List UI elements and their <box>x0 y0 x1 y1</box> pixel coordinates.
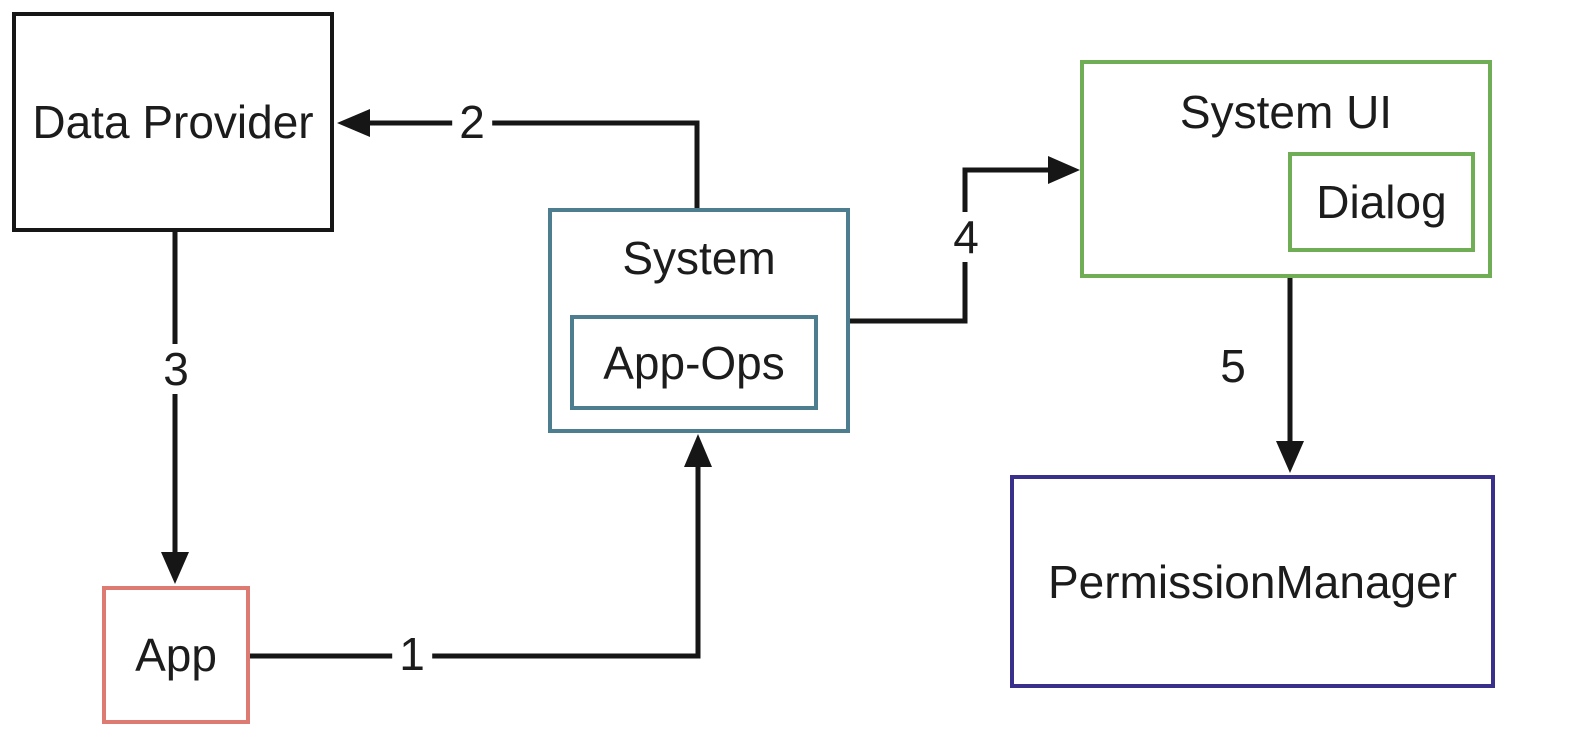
node-permission-manager: PermissionManager <box>1010 475 1495 688</box>
edge-label-2: 2 <box>452 97 492 147</box>
node-system-label: System <box>622 232 776 284</box>
node-data-provider: Data Provider <box>12 12 334 232</box>
node-app-ops-label: App-Ops <box>603 336 785 389</box>
node-system-ui: System UI Dialog <box>1080 60 1492 278</box>
edge-2-arrowhead-left-icon <box>337 109 370 137</box>
edge-2-line <box>369 120 700 208</box>
node-system-ui-label: System UI <box>1179 86 1393 138</box>
node-data-provider-label: Data Provider <box>32 96 314 148</box>
edge-label-5: 5 <box>1213 341 1253 391</box>
node-system: System App-Ops <box>548 208 850 433</box>
edge-3-arrowhead-down-icon <box>161 552 189 584</box>
edge-label-3: 3 <box>156 344 196 394</box>
edge-label-4: 4 <box>946 212 986 262</box>
edge-1-arrowhead-up-icon <box>684 434 712 467</box>
edge-label-1: 1 <box>392 629 432 679</box>
node-dialog-label: Dialog <box>1316 176 1447 228</box>
node-permission-manager-label: PermissionManager <box>1047 555 1458 608</box>
node-app: App <box>102 586 250 724</box>
edge-5-arrowhead-down-icon <box>1276 441 1304 473</box>
node-dialog: Dialog <box>1288 152 1475 252</box>
node-app-label: App <box>135 629 217 681</box>
edge-4-arrowhead-right-icon <box>1048 156 1080 184</box>
node-app-ops: App-Ops <box>570 315 818 410</box>
edge-1-line <box>250 467 701 659</box>
